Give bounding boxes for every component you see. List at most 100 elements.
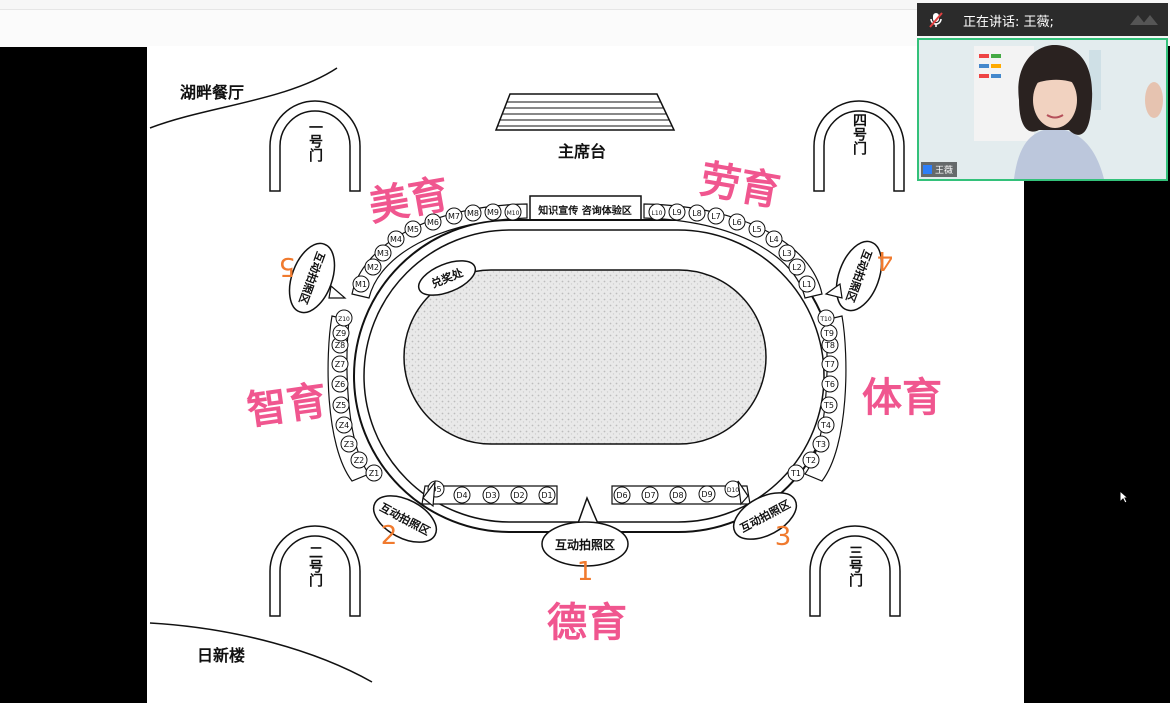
gate-3: 三号门 [809, 525, 901, 617]
stage-icon [494, 93, 676, 131]
booth-D2 [510, 486, 528, 504]
booth-label-T3: T3 [815, 440, 826, 449]
photo-area-3-number: 3 [775, 522, 792, 552]
toolbar-strip [0, 9, 920, 47]
booth-label-L4: L4 [769, 235, 779, 244]
booth-label-D10: D10 [727, 487, 739, 494]
photo-area-1-label: 互动拍照区 [555, 537, 615, 552]
info-booth-label: 知识宣传 咨询体验区 [537, 204, 631, 217]
booth-M10 [504, 203, 522, 221]
booth-label-M2: M2 [367, 263, 379, 272]
booth-label-T2: T2 [805, 456, 816, 465]
gate-4: 四号门 [813, 100, 905, 192]
grip-icon[interactable] [1126, 11, 1162, 29]
booth-label-Z3: Z3 [344, 440, 355, 449]
booth-T3 [812, 435, 830, 453]
booth-label-T7: T7 [824, 360, 835, 369]
photo-area-4: 互动拍照区 [835, 240, 883, 312]
booth-L1 [798, 275, 816, 293]
booth-T2 [802, 451, 820, 469]
booth-label-D1: D1 [541, 491, 552, 500]
booth-M9 [484, 203, 502, 221]
booth-label-D3: D3 [485, 491, 496, 500]
booth-M8 [464, 204, 482, 222]
photo-area-4-number: 4 [877, 245, 894, 275]
booth-label-Z9: Z9 [336, 329, 347, 338]
booth-label-Z5: Z5 [336, 401, 347, 410]
booth-L4 [765, 230, 783, 248]
booth-Z3 [340, 435, 358, 453]
participant-name-tag: 王薇 [921, 162, 958, 177]
booth-label-L1: L1 [802, 280, 812, 289]
speaker-label: 正在讲话: 王薇; [963, 15, 1054, 30]
booth-T5 [820, 396, 838, 414]
booth-L7 [707, 207, 725, 225]
photo-area-2-number: 2 [381, 521, 398, 551]
booth-M3 [374, 244, 392, 262]
booth-T6 [821, 375, 839, 393]
booth-T1 [787, 464, 805, 482]
booth-label-T8: T8 [824, 341, 835, 350]
booth-label-D5: D5 [430, 485, 441, 494]
booth-label-T6: T6 [824, 380, 835, 389]
booth-label-D9: D9 [701, 490, 712, 499]
booth-label-D7: D7 [644, 491, 655, 500]
booth-label-D8: D8 [672, 491, 683, 500]
mouse-cursor-icon [1119, 490, 1129, 504]
booth-M7 [445, 207, 463, 225]
photo-area-1: 互动拍照区 1 [541, 495, 629, 587]
booth-D8 [669, 486, 687, 504]
photo-area-5: 互动拍照区 [288, 242, 336, 314]
booth-D1 [538, 486, 556, 504]
booth-M4 [387, 230, 405, 248]
booth-label-L6: L6 [732, 218, 742, 227]
booth-label-Z4: Z4 [339, 421, 350, 430]
booth-label-L7: L7 [711, 212, 721, 221]
gate-4-label: 四号门 [851, 113, 867, 156]
participant-video-frame [919, 40, 1166, 179]
booth-label-M9: M9 [487, 208, 499, 217]
booth-Z4 [335, 416, 353, 434]
user-icon [923, 165, 932, 174]
booth-Z7 [331, 355, 349, 373]
booth-label-T4: T4 [820, 421, 831, 430]
booth-label-Z10: Z10 [338, 316, 350, 323]
booth-L10 [648, 203, 666, 221]
booth-label-T10: T10 [819, 316, 831, 323]
zone-zhi-label: 智育 [244, 378, 330, 435]
gate-1-label: 一号门 [307, 120, 323, 163]
zone-ti-label: 体育 [862, 375, 942, 421]
venue-map: 湖畔餐厅 日新楼 主席台 知识宣传 咨询体验区 兑奖处 M1M2M3M4M5M6… [149, 67, 942, 683]
booth-L3 [778, 244, 796, 262]
muted-mic-icon[interactable] [927, 11, 945, 29]
booth-label-Z1: Z1 [369, 469, 380, 478]
participant-video[interactable]: 王薇 [917, 38, 1168, 181]
photo-area-1-number: 1 [577, 557, 594, 587]
booth-label-Z6: Z6 [335, 380, 346, 389]
building-boundary [149, 622, 373, 683]
booth-Z2 [350, 451, 368, 469]
booth-L6 [728, 213, 746, 231]
booth-D6 [613, 486, 631, 504]
booth-T10 [817, 309, 835, 327]
booth-Z5 [332, 396, 350, 414]
field [403, 269, 767, 445]
booth-label-M1: M1 [355, 280, 367, 289]
booth-label-L3: L3 [782, 249, 792, 258]
prize-area: 兑奖处 [417, 260, 477, 296]
booth-L9 [668, 203, 686, 221]
booth-D4 [453, 486, 471, 504]
gate-2-label: 二号门 [307, 545, 323, 588]
booth-M1 [352, 275, 370, 293]
restaurant-label: 湖畔餐厅 [180, 83, 244, 102]
booth-T7 [821, 355, 839, 373]
booth-D7 [641, 486, 659, 504]
booth-label-T9: T9 [823, 329, 834, 338]
booth-label-M3: M3 [377, 249, 389, 258]
gate-1: 一号门 [269, 100, 361, 192]
participant-name: 王薇 [935, 166, 954, 176]
booth-label-Z7: Z7 [335, 360, 346, 369]
booth-label-L10: L10 [652, 210, 663, 217]
